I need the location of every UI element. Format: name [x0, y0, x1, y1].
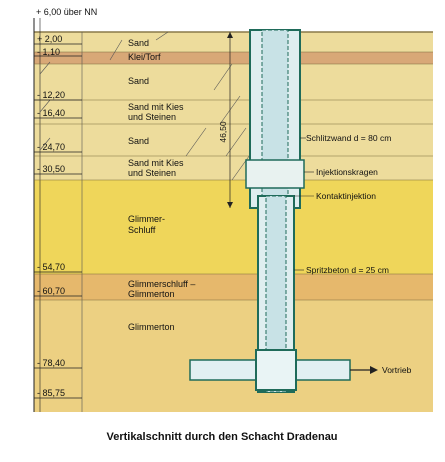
injektionskragen: [245, 159, 305, 189]
layer-klei-torf: [34, 52, 433, 64]
layer-label-line: Glimmer-: [128, 214, 165, 224]
layer-label-line: und Steinen: [128, 112, 176, 122]
schlitzwand-label: Schlitzwand d = 80 cm: [306, 133, 391, 143]
tunnel-right: [289, 359, 351, 381]
elevation-label: - 12,20: [37, 90, 65, 100]
elevation-ticks: [34, 43, 82, 399]
layer-label: Sand mit Kies und Steinen: [128, 158, 186, 178]
top-reference-label: + 6,00 über NN: [36, 7, 97, 17]
layer-glimmerton: [34, 300, 433, 412]
dimension-46-50: 46,50: [218, 32, 233, 208]
elevation-label: + 2,00: [37, 34, 62, 44]
spritzbeton-label: Spritzbeton d = 25 cm: [306, 265, 389, 275]
elevation-label: - 60,70: [37, 286, 65, 296]
layer-label-line: Glimmerton: [128, 289, 175, 299]
layer-glimmer-schluff: [34, 180, 433, 274]
elevation-label: - 54,70: [37, 262, 65, 272]
layer-sand-3: [34, 124, 433, 156]
layer-label: Glimmerton: [128, 322, 175, 332]
layer-glimmerschluff-glimmerton: [34, 274, 433, 300]
layer-label-line: Sand mit Kies: [128, 158, 184, 168]
kontaktinjektion-label: Kontaktinjektion: [316, 191, 376, 201]
tunnel-chamber: [255, 349, 297, 391]
shaft-structure: [189, 29, 351, 393]
soil-layers: [34, 32, 433, 412]
layer-boundaries: [34, 51, 433, 301]
layer-sand-kies-1: [34, 100, 433, 124]
layer-label-line: Glimmerschluff –: [128, 279, 195, 289]
shaft-lower-inner: [265, 195, 287, 393]
layer-label: Sand mit Kies und Steinen: [128, 102, 186, 122]
layer-label-line: Sand mit Kies: [128, 102, 184, 112]
layer-label-line: Schluff: [128, 225, 156, 235]
layer-sand-1: [34, 32, 433, 52]
injektionskragen-label: Injektionskragen: [316, 167, 378, 177]
layer-label: Klei/Torf: [128, 52, 161, 62]
layer-label: Sand: [128, 38, 149, 48]
elevation-label: - 30,50: [37, 164, 65, 174]
annotation-leaders: [294, 137, 314, 271]
elevation-label: - 24,70: [37, 142, 65, 152]
layer-sand-kies-2: [34, 156, 433, 180]
elevation-label: - 85,75: [37, 388, 65, 398]
elevation-labels: + 2,00 - 1,10 - 12,20 - 16,40 - 24,70 - …: [37, 34, 65, 398]
layer-label: Glimmer- Schluff: [128, 214, 168, 235]
vortrieb-label: Vortrieb: [382, 365, 412, 375]
layer-labels: Sand Klei/Torf Sand Sand mit Kies und St…: [128, 38, 198, 332]
elevation-label: - 78,40: [37, 358, 65, 368]
elevation-label: - 1,10: [37, 47, 60, 57]
elevation-label: - 16,40: [37, 108, 65, 118]
layer-label-line: und Steinen: [128, 168, 176, 178]
dimension-label: 46,50: [218, 121, 228, 143]
tunnel-left: [189, 359, 263, 381]
diagram-caption: Vertikalschnitt durch den Schacht Draden…: [106, 431, 337, 443]
layer-label: Glimmerschluff – Glimmerton: [128, 279, 198, 299]
vortrieb-arrow: [350, 366, 378, 374]
layer-label: Sand: [128, 136, 149, 146]
layer-sand-2: [34, 64, 433, 100]
annotation-labels: Schlitzwand d = 80 cm Injektionskragen K…: [306, 133, 412, 375]
layer-label: Sand: [128, 76, 149, 86]
